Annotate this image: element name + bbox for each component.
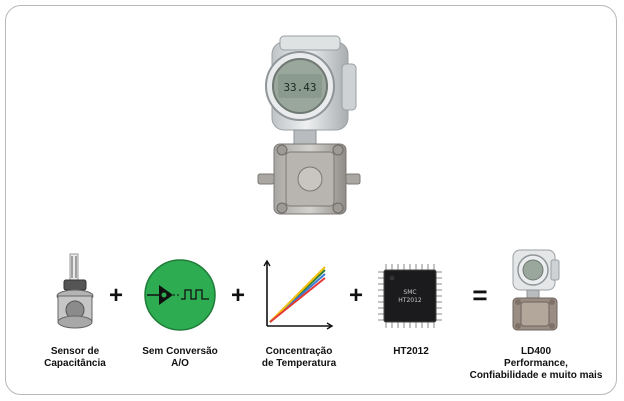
label-line: Concentração xyxy=(265,346,333,357)
ld400-transmitter-icon xyxy=(512,249,560,331)
label-line: A/O xyxy=(171,358,189,369)
plus-sign: + xyxy=(108,282,123,309)
item-label-sensor: Sensor de Capacitância xyxy=(44,346,106,370)
item-label-conversion: Sem Conversão A/O xyxy=(134,346,226,370)
capacitance-sensor-icon xyxy=(56,253,94,329)
no-ad-conversion-icon xyxy=(144,259,216,331)
label-line: Sensor de xyxy=(50,346,100,357)
label-line: Capacitância xyxy=(44,358,106,369)
chip-brand: SMC xyxy=(403,289,416,296)
pressure-transmitter-icon: 33.43 xyxy=(257,35,361,215)
label-line: de Temperatura xyxy=(261,358,337,369)
label-line: Confiabilidade e muito mais xyxy=(469,370,603,381)
label-line: Performance, xyxy=(504,358,568,369)
temperature-concentration-chart-icon xyxy=(263,259,334,330)
equals-sign: = xyxy=(472,280,488,310)
item-label-ld400: LD400 Performance, Confiabilidade e muit… xyxy=(466,346,606,382)
item-label-temperature: Concentração de Temperatura xyxy=(256,346,342,370)
item-label-chip: HT2012 xyxy=(376,346,446,358)
chip-icon: SMC HT2012 xyxy=(378,264,442,328)
plus-sign: + xyxy=(230,282,245,309)
chip-model: HT2012 xyxy=(398,297,422,304)
display-value: 33.43 xyxy=(283,81,316,94)
label-line: LD400 xyxy=(520,346,551,357)
label-line: HT2012 xyxy=(393,346,429,357)
plus-sign: + xyxy=(348,282,363,309)
label-line: Sem Conversão xyxy=(142,346,218,357)
